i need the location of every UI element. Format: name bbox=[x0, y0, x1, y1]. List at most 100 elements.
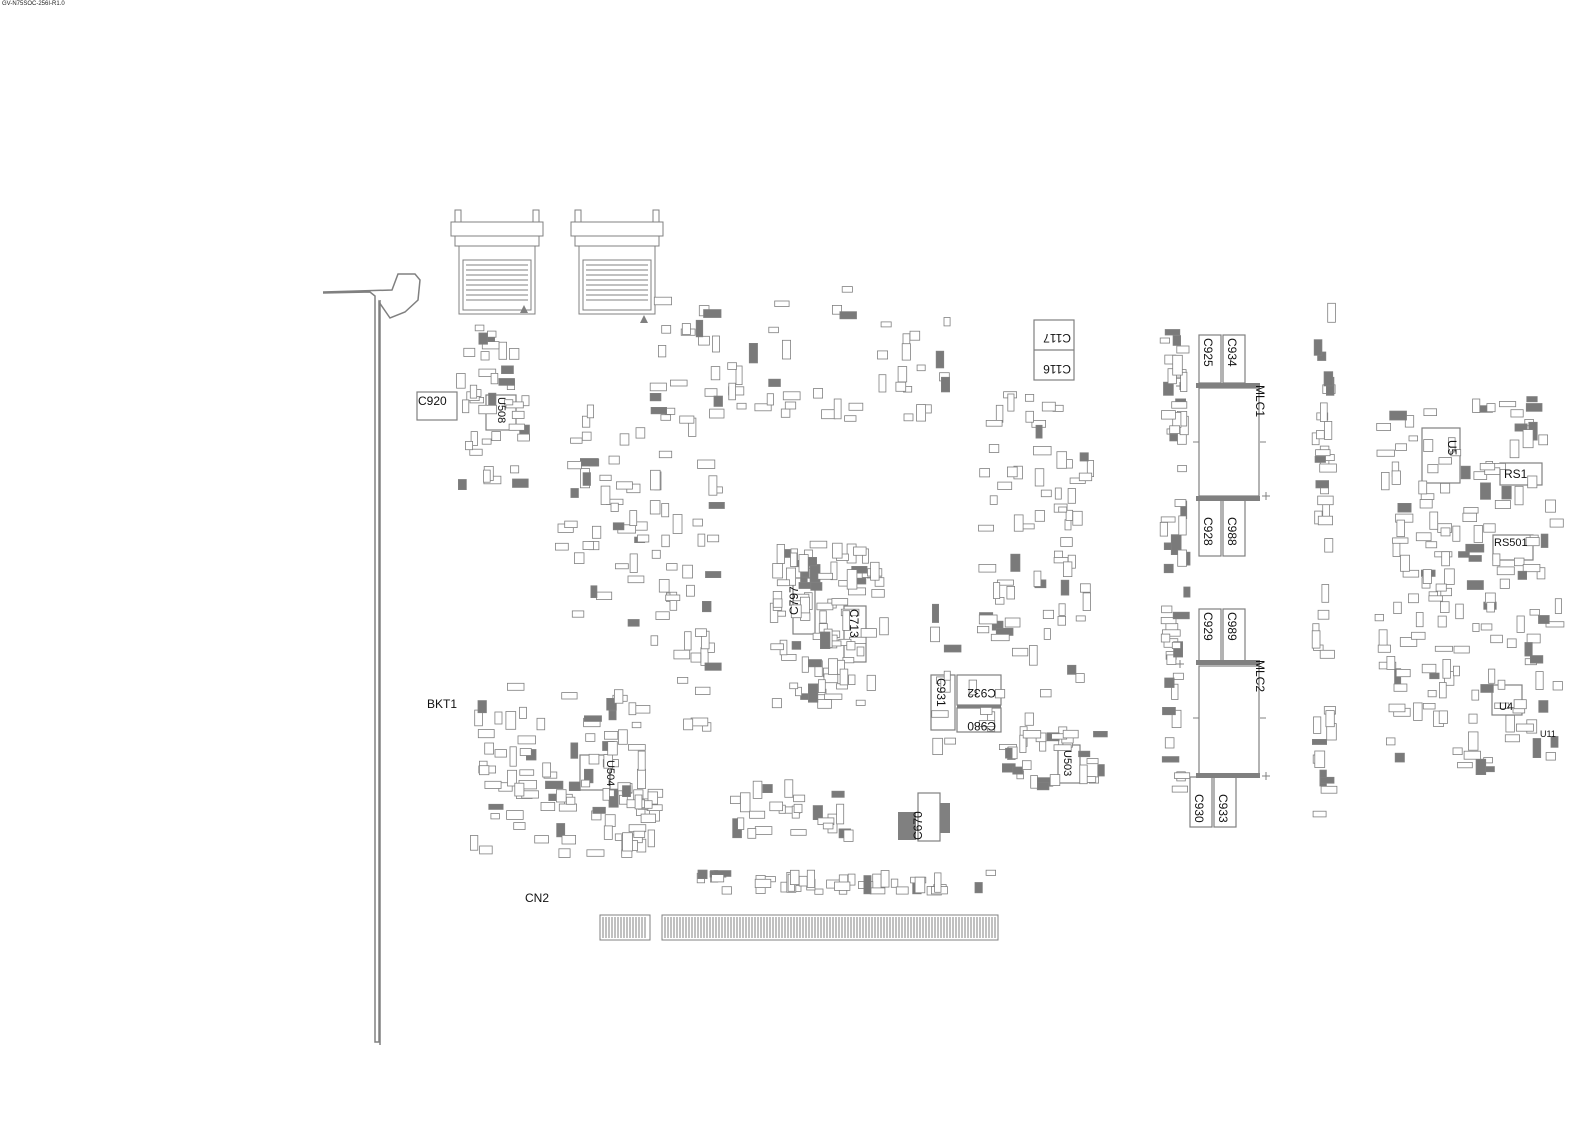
smd-pad bbox=[1408, 435, 1419, 442]
smd-pad bbox=[1319, 463, 1337, 473]
smd-pad bbox=[1514, 485, 1524, 506]
smd-pad bbox=[1039, 740, 1047, 752]
smd-pad bbox=[836, 803, 845, 825]
smd-pad bbox=[823, 673, 839, 684]
smd-pad bbox=[1438, 710, 1448, 724]
smd-pad bbox=[1058, 506, 1068, 513]
smd-pad bbox=[793, 794, 806, 803]
smd-pad bbox=[1415, 612, 1424, 628]
smd-pad bbox=[582, 472, 591, 486]
smd-pad bbox=[943, 317, 951, 327]
smd-pad bbox=[781, 654, 797, 661]
smd-pad bbox=[1086, 776, 1097, 783]
smd-pad bbox=[1004, 617, 1021, 628]
smd-pad bbox=[1496, 566, 1515, 576]
smd-pad bbox=[839, 668, 849, 686]
smd-pad bbox=[1435, 583, 1447, 592]
smd-pad bbox=[840, 608, 860, 617]
smd-pad bbox=[1466, 580, 1484, 590]
smd-pad bbox=[1319, 649, 1335, 659]
label-c670: C670 bbox=[911, 811, 925, 840]
label-c989: C989 bbox=[1225, 612, 1239, 641]
smd-pad bbox=[934, 872, 942, 893]
smd-pad bbox=[786, 567, 797, 586]
smd-pad bbox=[1005, 747, 1013, 759]
smd-pad bbox=[1174, 772, 1191, 779]
smd-pad bbox=[637, 534, 650, 543]
smd-pad bbox=[1311, 630, 1321, 649]
smd-pad bbox=[831, 598, 849, 606]
smd-pad bbox=[686, 584, 695, 597]
smd-pad bbox=[1323, 371, 1334, 387]
smd-pad bbox=[784, 779, 794, 798]
smd-pad bbox=[813, 388, 824, 399]
power-components bbox=[416, 319, 1543, 842]
file-label: GV-N75SOC-256I-R1.0 bbox=[2, 1, 65, 7]
smd-pad bbox=[754, 403, 772, 412]
smd-pad bbox=[932, 603, 940, 623]
smd-pad bbox=[602, 788, 610, 801]
smd-pad bbox=[519, 706, 527, 719]
smd-pad bbox=[871, 589, 885, 598]
smd-pad bbox=[749, 810, 766, 819]
smd-pad bbox=[897, 366, 908, 383]
smd-pad bbox=[1526, 633, 1541, 644]
smd-pad bbox=[810, 582, 823, 591]
smd-pad bbox=[1400, 554, 1410, 572]
smd-pad bbox=[932, 737, 943, 755]
smd-pad bbox=[556, 823, 566, 838]
smd-pad bbox=[1538, 700, 1549, 713]
smd-pad bbox=[1025, 393, 1035, 402]
smd-pad bbox=[903, 413, 914, 422]
smd-pad bbox=[721, 886, 732, 895]
smd-pad bbox=[622, 785, 631, 798]
label-c980: C980 bbox=[967, 719, 996, 733]
smd-pad bbox=[863, 875, 872, 895]
smd-pad bbox=[1171, 785, 1188, 793]
smd-pad bbox=[780, 408, 791, 418]
smd-pad bbox=[1501, 485, 1512, 500]
smd-pad bbox=[1327, 302, 1336, 323]
smd-pad bbox=[631, 721, 642, 729]
smd-pad bbox=[1171, 641, 1182, 649]
smd-pad bbox=[1514, 557, 1525, 567]
smd-pad bbox=[592, 806, 606, 814]
smd-pad bbox=[832, 542, 843, 559]
smd-pad bbox=[540, 802, 556, 812]
smd-pad bbox=[1079, 764, 1088, 785]
smd-pad bbox=[650, 469, 661, 491]
smd-pad bbox=[762, 784, 773, 794]
smd-pad bbox=[488, 392, 497, 407]
smd-pad bbox=[504, 399, 514, 406]
smd-pad bbox=[1394, 752, 1405, 763]
smd-pad bbox=[728, 382, 736, 401]
smd-pad bbox=[916, 364, 926, 372]
smd-pad bbox=[842, 610, 850, 631]
smd-pad bbox=[536, 717, 546, 731]
smd-pad bbox=[698, 335, 710, 346]
smd-pad bbox=[1419, 498, 1433, 509]
smd-pad bbox=[1313, 339, 1323, 356]
smd-pad bbox=[498, 378, 515, 386]
smd-pad bbox=[665, 594, 681, 601]
smd-pad bbox=[866, 674, 876, 691]
smd-pad bbox=[1425, 541, 1438, 549]
smd-pad bbox=[1312, 810, 1327, 818]
smd-pad bbox=[1160, 633, 1171, 643]
smd-pad bbox=[558, 803, 577, 812]
smd-pad bbox=[1315, 480, 1330, 489]
smd-pad bbox=[670, 379, 688, 387]
label-cn2: CN2 bbox=[525, 891, 549, 905]
smd-pad bbox=[789, 682, 799, 690]
label-bkt1: BKT1 bbox=[427, 697, 457, 711]
smd-pad bbox=[771, 698, 782, 709]
smd-pad bbox=[870, 561, 880, 581]
smd-pad bbox=[890, 878, 899, 888]
smd-pad bbox=[848, 402, 864, 411]
smd-pad bbox=[1320, 402, 1328, 422]
smd-pad bbox=[673, 649, 691, 660]
smd-pad bbox=[748, 342, 758, 364]
smd-pad bbox=[505, 711, 517, 730]
smd-pad bbox=[481, 438, 492, 445]
smd-pad bbox=[1079, 452, 1089, 462]
